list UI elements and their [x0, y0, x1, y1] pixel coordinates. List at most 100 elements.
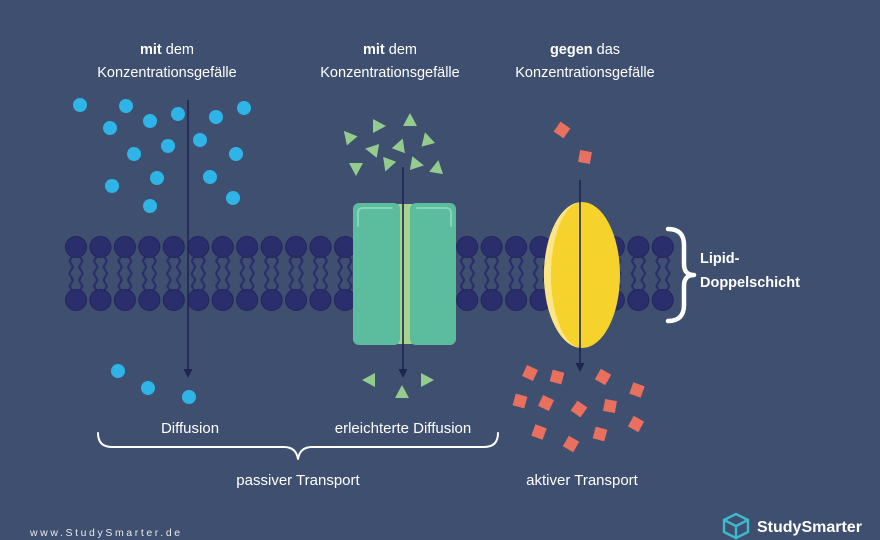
- lipid-tail: [92, 254, 99, 275]
- lipid-tail: [190, 272, 197, 293]
- diffusion-molecule: [237, 101, 251, 115]
- lipid-tail: [92, 272, 99, 293]
- channel-protein-left-half: [353, 203, 400, 345]
- lipid-molecule: [113, 272, 136, 311]
- lipid-tail: [459, 272, 466, 293]
- lipid-head: [187, 236, 210, 258]
- lipid-tail: [297, 272, 304, 293]
- facilitated-molecule: [403, 113, 417, 126]
- facilitated-molecule: [373, 119, 386, 133]
- lipid-head: [260, 289, 283, 311]
- lipid-head: [285, 236, 308, 258]
- passive-transport-brace: [97, 432, 499, 460]
- cube-inner-edges: [722, 518, 750, 540]
- lipid-head: [89, 289, 112, 311]
- lipid-molecule: [480, 272, 503, 311]
- facilitated-molecule: [421, 132, 436, 147]
- lipid-molecule: [309, 272, 332, 311]
- lipid-tail: [249, 272, 255, 293]
- lipid-head: [260, 236, 283, 258]
- footer-website: www.StudySmarter.de: [29, 527, 183, 539]
- lipid-molecule: [333, 236, 356, 275]
- header-diffusion-line1: mit dem: [140, 42, 194, 58]
- lipid-molecule: [211, 236, 234, 275]
- active-transport-molecule: [570, 400, 588, 418]
- active-transport-molecule: [629, 382, 645, 398]
- lipid-head: [333, 289, 356, 311]
- lipid-head: [505, 289, 528, 311]
- header-active-line2: Konzentrationsgefälle: [515, 65, 654, 81]
- lipid-tail: [297, 254, 304, 275]
- diffusion-molecule: [226, 191, 240, 205]
- active-transport-molecule: [562, 435, 580, 453]
- lipid-head: [162, 289, 185, 311]
- diffusion-molecule: [150, 171, 164, 185]
- active-transport-molecule: [549, 369, 565, 385]
- lipid-tail: [77, 254, 84, 275]
- lipid-tail: [151, 272, 157, 293]
- label-active-transport: aktiver Transport: [526, 472, 639, 489]
- lipid-head: [627, 236, 650, 258]
- column-headers: mit dem Konzentrationsgefälle mit dem Ko…: [97, 42, 654, 81]
- lipid-tail: [200, 272, 206, 293]
- lipid-tail: [126, 272, 133, 293]
- lipid-tail: [640, 254, 646, 275]
- diffusion-molecule: [193, 133, 207, 147]
- header-diffusion-line2: Konzentrationsgefälle: [97, 65, 236, 81]
- lipid-tail: [312, 272, 319, 293]
- lipid-tail: [640, 272, 646, 293]
- lipid-tail: [346, 272, 353, 293]
- lipid-head: [113, 236, 136, 258]
- lipid-tail: [346, 254, 353, 275]
- facilitated-molecule: [365, 143, 380, 158]
- label-diffusion: Diffusion: [161, 420, 219, 437]
- diffusion-molecule: [141, 381, 155, 395]
- lipid-tail: [532, 254, 539, 275]
- diffusion-molecule: [105, 179, 119, 193]
- lipid-molecule: [138, 236, 161, 275]
- header-rest: dem: [166, 42, 194, 58]
- facilitated-molecule: [391, 138, 405, 154]
- lipid-head: [285, 289, 308, 311]
- active-transport-molecule: [522, 365, 538, 381]
- transport-arrows: [183, 100, 585, 378]
- membrane-label-line2: Doppelschicht: [700, 275, 800, 291]
- diffusion-molecule: [103, 121, 117, 135]
- lipid-tail: [141, 272, 148, 293]
- lipid-head: [309, 289, 332, 311]
- lipid-molecule: [211, 272, 234, 311]
- lipid-head: [211, 289, 234, 311]
- diffusion-molecule: [209, 110, 223, 124]
- active-transport-molecules: [512, 121, 645, 453]
- lipid-tail: [517, 272, 524, 293]
- lipid-tail: [288, 272, 295, 293]
- lipid-tail: [459, 254, 466, 275]
- lipid-tail: [517, 254, 524, 275]
- lipid-tail: [664, 272, 671, 293]
- lipid-tail: [655, 272, 661, 293]
- facilitated-molecule: [349, 163, 363, 176]
- lipid-tail: [126, 254, 133, 275]
- lipid-head: [65, 236, 87, 258]
- lipid-molecule: [651, 272, 674, 311]
- header-facilitated-line1: mit dem: [363, 42, 417, 58]
- lipid-head: [480, 289, 503, 311]
- lipid-tail: [508, 254, 515, 275]
- channel-pore: [398, 204, 412, 344]
- lipid-head: [138, 236, 161, 258]
- lipid-tail: [337, 272, 344, 293]
- lipid-tail: [166, 254, 172, 275]
- diffusion-molecule: [203, 170, 217, 184]
- lipid-molecule: [236, 236, 259, 275]
- header-rest: dem: [389, 42, 417, 58]
- lipid-molecule: [260, 272, 283, 311]
- lipid-tail: [68, 254, 75, 275]
- lipid-molecule: [285, 236, 308, 275]
- active-transport-molecule: [603, 399, 617, 413]
- active-transport-molecule: [578, 150, 592, 164]
- lipid-molecule: [113, 236, 136, 275]
- lipid-molecule: [65, 272, 87, 311]
- carrier-protein-body: [544, 202, 620, 348]
- facilitated-molecule: [421, 373, 434, 387]
- lipid-tail: [337, 254, 344, 275]
